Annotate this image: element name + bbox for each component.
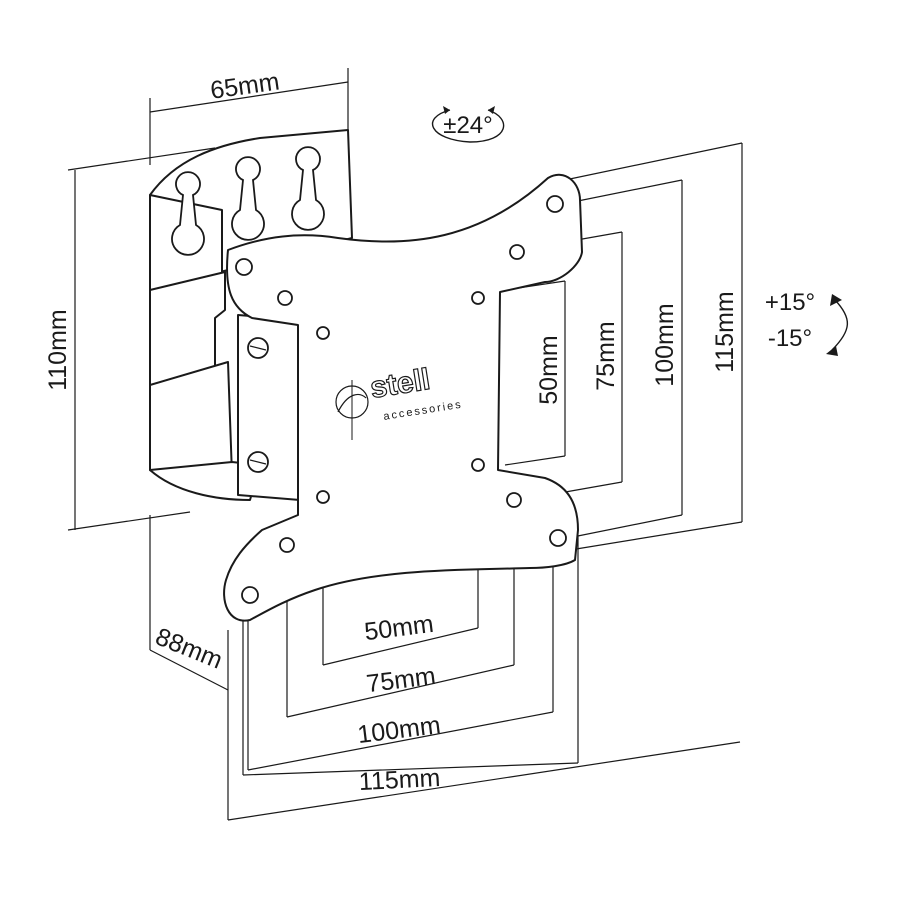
vesa-plate [223, 173, 583, 622]
v115-label: 115mm [711, 291, 739, 373]
tilt-arrow-icon [826, 294, 849, 356]
h115-label: 115mm [358, 764, 441, 796]
wall-plate-width-label: 65mm [209, 67, 282, 104]
tilt-up-label: +15° [765, 289, 815, 316]
tilt-down-label: -15° [768, 325, 812, 352]
v75-label: 75mm [592, 321, 620, 390]
swivel-arrow-icon [431, 106, 505, 143]
swivel-angle-label: ±24° [443, 112, 492, 139]
h100-label: 100mm [356, 711, 442, 749]
wall-plate-height-label: 110mm [44, 309, 72, 391]
h75-label: 75mm [365, 662, 437, 698]
v100-label: 100mm [651, 303, 679, 386]
depth-label: 88mm [152, 623, 227, 675]
v50-label: 50mm [535, 335, 563, 404]
